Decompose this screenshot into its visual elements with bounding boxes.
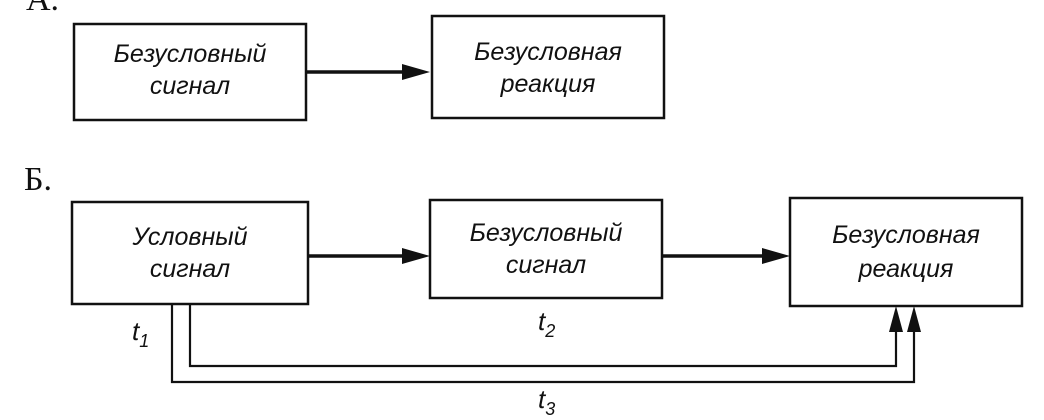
t1-label: t1 (132, 316, 149, 351)
b-box-unconditioned-signal-line1: Безусловный (470, 219, 623, 247)
section-a-label: А. (26, 0, 59, 18)
a-box-unconditioned-reaction-line2: реакция (500, 70, 596, 98)
b-feedback-lines (170, 304, 921, 384)
b-box-unconditioned-reaction-line2: реакция (858, 255, 954, 283)
a-box-unconditioned-reaction-line1: Безусловная (474, 38, 622, 66)
a-arrow (306, 64, 430, 80)
section-b-label: Б. (24, 161, 52, 198)
b-box-unconditioned-reaction: Безусловная реакция (788, 196, 1024, 308)
b-box-conditioned-signal-line1: Условный (131, 223, 247, 251)
t2-label: t2 (538, 306, 555, 341)
b-box-conditioned-signal: Условный сигнал (70, 200, 310, 306)
b-box-conditioned-signal-line2: сигнал (150, 255, 230, 283)
a-box-unconditioned-signal-line2: сигнал (150, 72, 230, 100)
a-box-unconditioned-reaction: Безусловная реакция (430, 14, 666, 120)
b-box-unconditioned-signal: Безусловный сигнал (428, 198, 664, 300)
b-box-unconditioned-reaction-line1: Безусловная (832, 221, 980, 249)
a-box-unconditioned-signal-line1: Безусловный (114, 40, 267, 68)
a-box-unconditioned-signal: Безусловный сигнал (72, 22, 308, 122)
b-box-unconditioned-signal-line2: сигнал (506, 251, 586, 279)
b-arrow-2 (662, 248, 790, 264)
b-arrow-1 (308, 248, 430, 264)
t3-label: t3 (538, 384, 555, 419)
